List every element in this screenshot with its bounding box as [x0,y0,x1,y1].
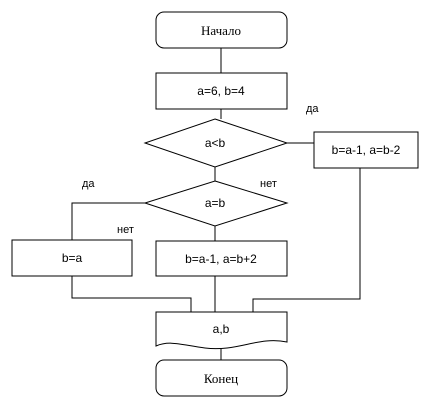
edge-left-to-output [71,276,192,312]
edge-right-to-output [252,168,361,312]
edge-label-yes-cond1: да [306,103,319,115]
edge-cond2-yes [71,202,145,240]
end-label: Конец [204,371,238,386]
init-label: a=6, b=4 [197,84,245,98]
decision-a-equals-b-label: a=b [205,196,226,210]
init-process: a=6, b=4 [155,72,288,110]
right-process: b=a-1, a=b-2 [313,131,419,169]
left-process: b=a [11,239,133,277]
decision-a-less-b-label: a<b [205,136,226,150]
output-node: a,b [155,311,288,350]
mid-process: b=a-1, a=b+2 [155,240,288,277]
connectors [71,48,361,360]
edge-label-yes-cond2: да [82,178,95,190]
right-process-label: b=a-1, a=b-2 [332,143,401,157]
decision-a-less-b: a<b [143,118,289,168]
start-label: Начало [201,23,241,38]
edge-label-no-cond1: нет [260,178,277,190]
output-label: a,b [213,322,230,336]
end-node: Конец [155,359,288,397]
decision-a-equals-b: a=b [143,180,289,227]
start-node: Начало [155,11,288,49]
mid-process-label: b=a-1, a=b+2 [185,252,257,266]
left-process-label: b=a [62,251,83,265]
edge-label-no-cond2: нет [117,224,134,236]
